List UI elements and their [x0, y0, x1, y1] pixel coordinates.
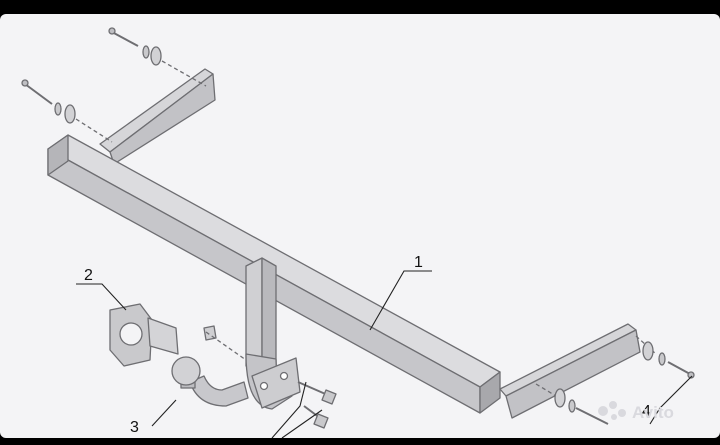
- right-bracket: [499, 323, 641, 419]
- diagram-canvas: 1 2 3 4 Avito: [0, 14, 720, 438]
- callout-2: 2: [84, 267, 93, 284]
- left-bracket: [99, 68, 216, 165]
- ball-mount-bracket: [245, 257, 301, 410]
- callout-4: 4: [642, 403, 651, 420]
- callout-1: 1: [414, 254, 423, 271]
- leader-lines: [76, 270, 693, 438]
- socket-bracket: [109, 303, 179, 367]
- right-bolt-set: [535, 335, 695, 425]
- upper-bolt-set: [108, 27, 207, 87]
- left-bolt-set: [21, 79, 113, 143]
- watermark: Avito: [598, 401, 674, 422]
- tow-ball: [171, 356, 249, 407]
- mount-bolt-set: [205, 331, 337, 429]
- towbar-diagram: 1 2 3 4 Avito: [21, 27, 695, 438]
- callout-3: 3: [130, 419, 139, 436]
- watermark-text: Avito: [632, 403, 674, 422]
